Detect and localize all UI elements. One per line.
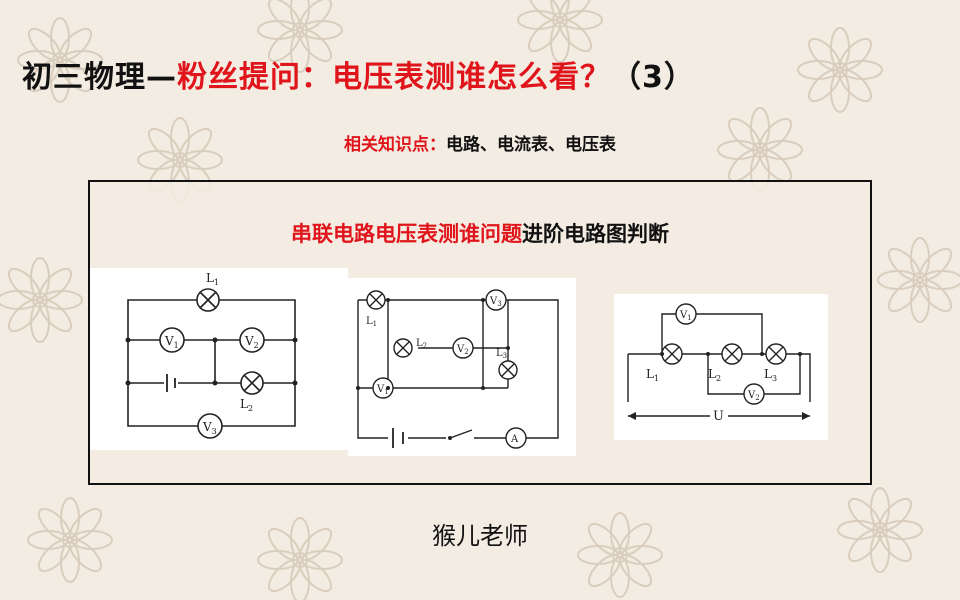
- circuit-2-svg: L1 V3 L2 V2 L3: [356, 289, 559, 449]
- title-prefix: 初三物理—: [22, 60, 177, 95]
- circuit-diagram-1: L1 V1 V2 L2: [90, 268, 348, 450]
- c1-v1-label: V1: [164, 334, 179, 350]
- circuit-3-svg: V1 L1 L2 L3 V2 U: [627, 303, 811, 424]
- c3-v2-label: V2: [747, 390, 760, 402]
- title-main: 粉丝提问：电压表测谁怎么看？: [177, 60, 611, 95]
- c2-v3-label: V3: [489, 296, 502, 308]
- voltmeter-v1-icon: [675, 303, 697, 325]
- voltmeter-v3-icon: [197, 413, 223, 439]
- lamp-l2-icon: [721, 343, 743, 365]
- voltmeter-v3-icon: [485, 289, 507, 311]
- lamp-l1-icon: [196, 288, 220, 312]
- subtitle: 相关知识点：电路、电流表、电压表: [0, 130, 960, 155]
- c3-u-label: U: [713, 409, 724, 424]
- switch-icon: [446, 428, 474, 442]
- page-title: 初三物理—粉丝提问：电压表测谁怎么看？（3）: [22, 52, 942, 96]
- circuit-diagram-2: L1 V3 L2 V2 L3: [348, 278, 576, 456]
- ammeter-icon: [505, 427, 527, 449]
- c1-v3-label: V3: [202, 420, 217, 436]
- c2-v1-label: V1: [376, 384, 389, 396]
- battery-icon: [164, 374, 178, 392]
- subtitle-topics: 电路、电流表、电压表: [446, 135, 616, 155]
- battery-icon: [388, 428, 408, 448]
- lamp-l2-icon: [240, 371, 264, 395]
- lamp-l3-icon: [765, 343, 787, 365]
- c3-l3-label: L3: [764, 367, 777, 383]
- c3-l2-label: L2: [708, 367, 721, 383]
- panel-heading-red: 串联电路电压表测谁问题: [291, 222, 522, 246]
- c2-a-label: A: [510, 434, 519, 445]
- subtitle-label: 相关知识点：: [344, 135, 446, 155]
- c2-v2-label: V2: [456, 344, 469, 356]
- voltmeter-v1-icon: [159, 327, 185, 353]
- c3-v1-label: V1: [679, 310, 692, 322]
- circuit-1-svg: L1 V1 V2 L2: [125, 271, 298, 439]
- panel-heading-black: 进阶电路图判断: [522, 222, 669, 246]
- panel-heading: 串联电路电压表测谁问题进阶电路图判断: [90, 218, 870, 248]
- lamp-l1-icon: [366, 290, 386, 310]
- c2-l1-label: L1: [366, 316, 377, 328]
- c1-v2-label: V2: [244, 334, 259, 350]
- c1-l2-label: L2: [240, 397, 253, 413]
- voltmeter-v2-icon: [239, 327, 265, 353]
- lamp-l1-icon: [661, 343, 683, 365]
- lamp-l3-icon: [498, 360, 518, 380]
- circuit-diagram-3: V1 L1 L2 L3 V2 U: [614, 294, 828, 440]
- lamp-l2-icon: [393, 338, 413, 358]
- c2-l2-label: L2: [416, 338, 427, 350]
- c1-l1-label: L1: [206, 271, 219, 287]
- voltmeter-v2-icon: [452, 337, 474, 359]
- c2-l3-label: L3: [496, 348, 507, 360]
- author-name: 猴儿老师: [432, 522, 528, 550]
- c3-l1-label: L1: [646, 367, 659, 383]
- circuit-panel: 串联电路电压表测谁问题进阶电路图判断 L1 V1: [88, 180, 872, 485]
- voltmeter-v1-icon: [372, 377, 394, 399]
- voltmeter-v2-icon: [743, 383, 765, 405]
- title-suffix: （3）: [611, 60, 695, 95]
